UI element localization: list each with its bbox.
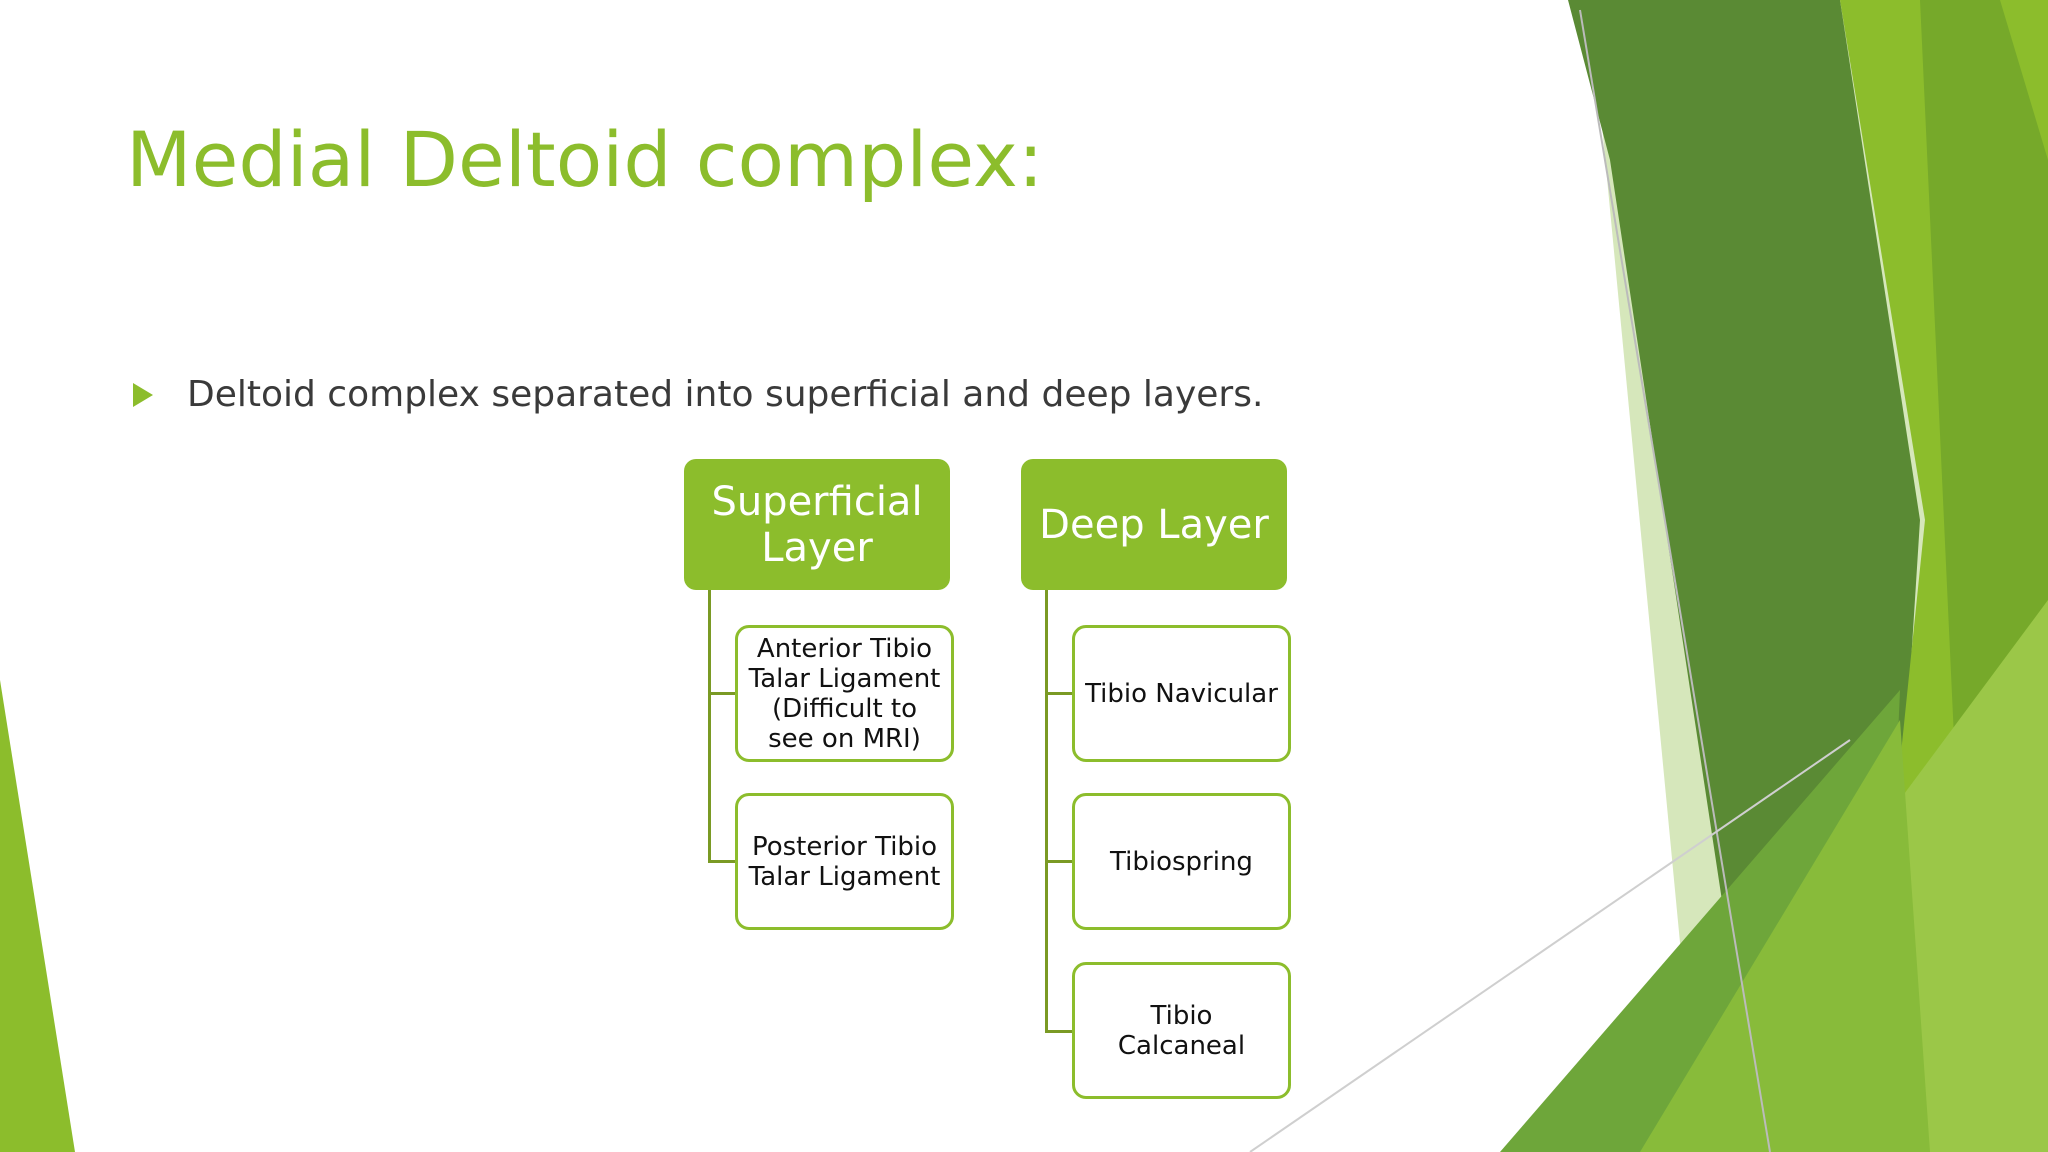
bullet-text: Deltoid complex separated into superfici… — [187, 374, 1264, 415]
superficial-layer-heading: Superficial Layer — [684, 459, 950, 590]
deep-connector-2 — [1045, 860, 1073, 863]
thin-line-2 — [1249, 739, 1851, 1152]
bullet-item: Deltoid complex separated into superfici… — [133, 374, 1263, 415]
superficial-connector-1 — [708, 692, 736, 695]
shard-bottom-light — [1640, 720, 1930, 1152]
thin-line-1 — [1579, 9, 1771, 1152]
tibio-navicular-box: Tibio Navicular — [1072, 625, 1291, 762]
bullet-arrow-icon — [133, 382, 153, 407]
deep-layer-heading: Deep Layer — [1021, 459, 1287, 590]
superficial-connector-vertical — [708, 590, 711, 863]
shard-mid-right — [1920, 0, 2048, 760]
anterior-tibio-talar-ligament-box: Anterior Tibio Talar Ligament (Difficult… — [735, 625, 954, 762]
posterior-tibio-talar-ligament-box: Posterior Tibio Talar Ligament — [735, 793, 954, 930]
left-green-sliver — [0, 680, 75, 1152]
tibiospring-box: Tibiospring — [1072, 793, 1291, 930]
superficial-connector-2 — [708, 860, 736, 863]
tibio-calcaneal-box: Tibio Calcaneal — [1072, 962, 1291, 1099]
deep-connector-3 — [1045, 1030, 1073, 1033]
slide-title: Medial Deltoid complex: — [126, 115, 1044, 204]
deep-connector-vertical — [1045, 590, 1048, 1033]
deep-connector-1 — [1045, 692, 1073, 695]
